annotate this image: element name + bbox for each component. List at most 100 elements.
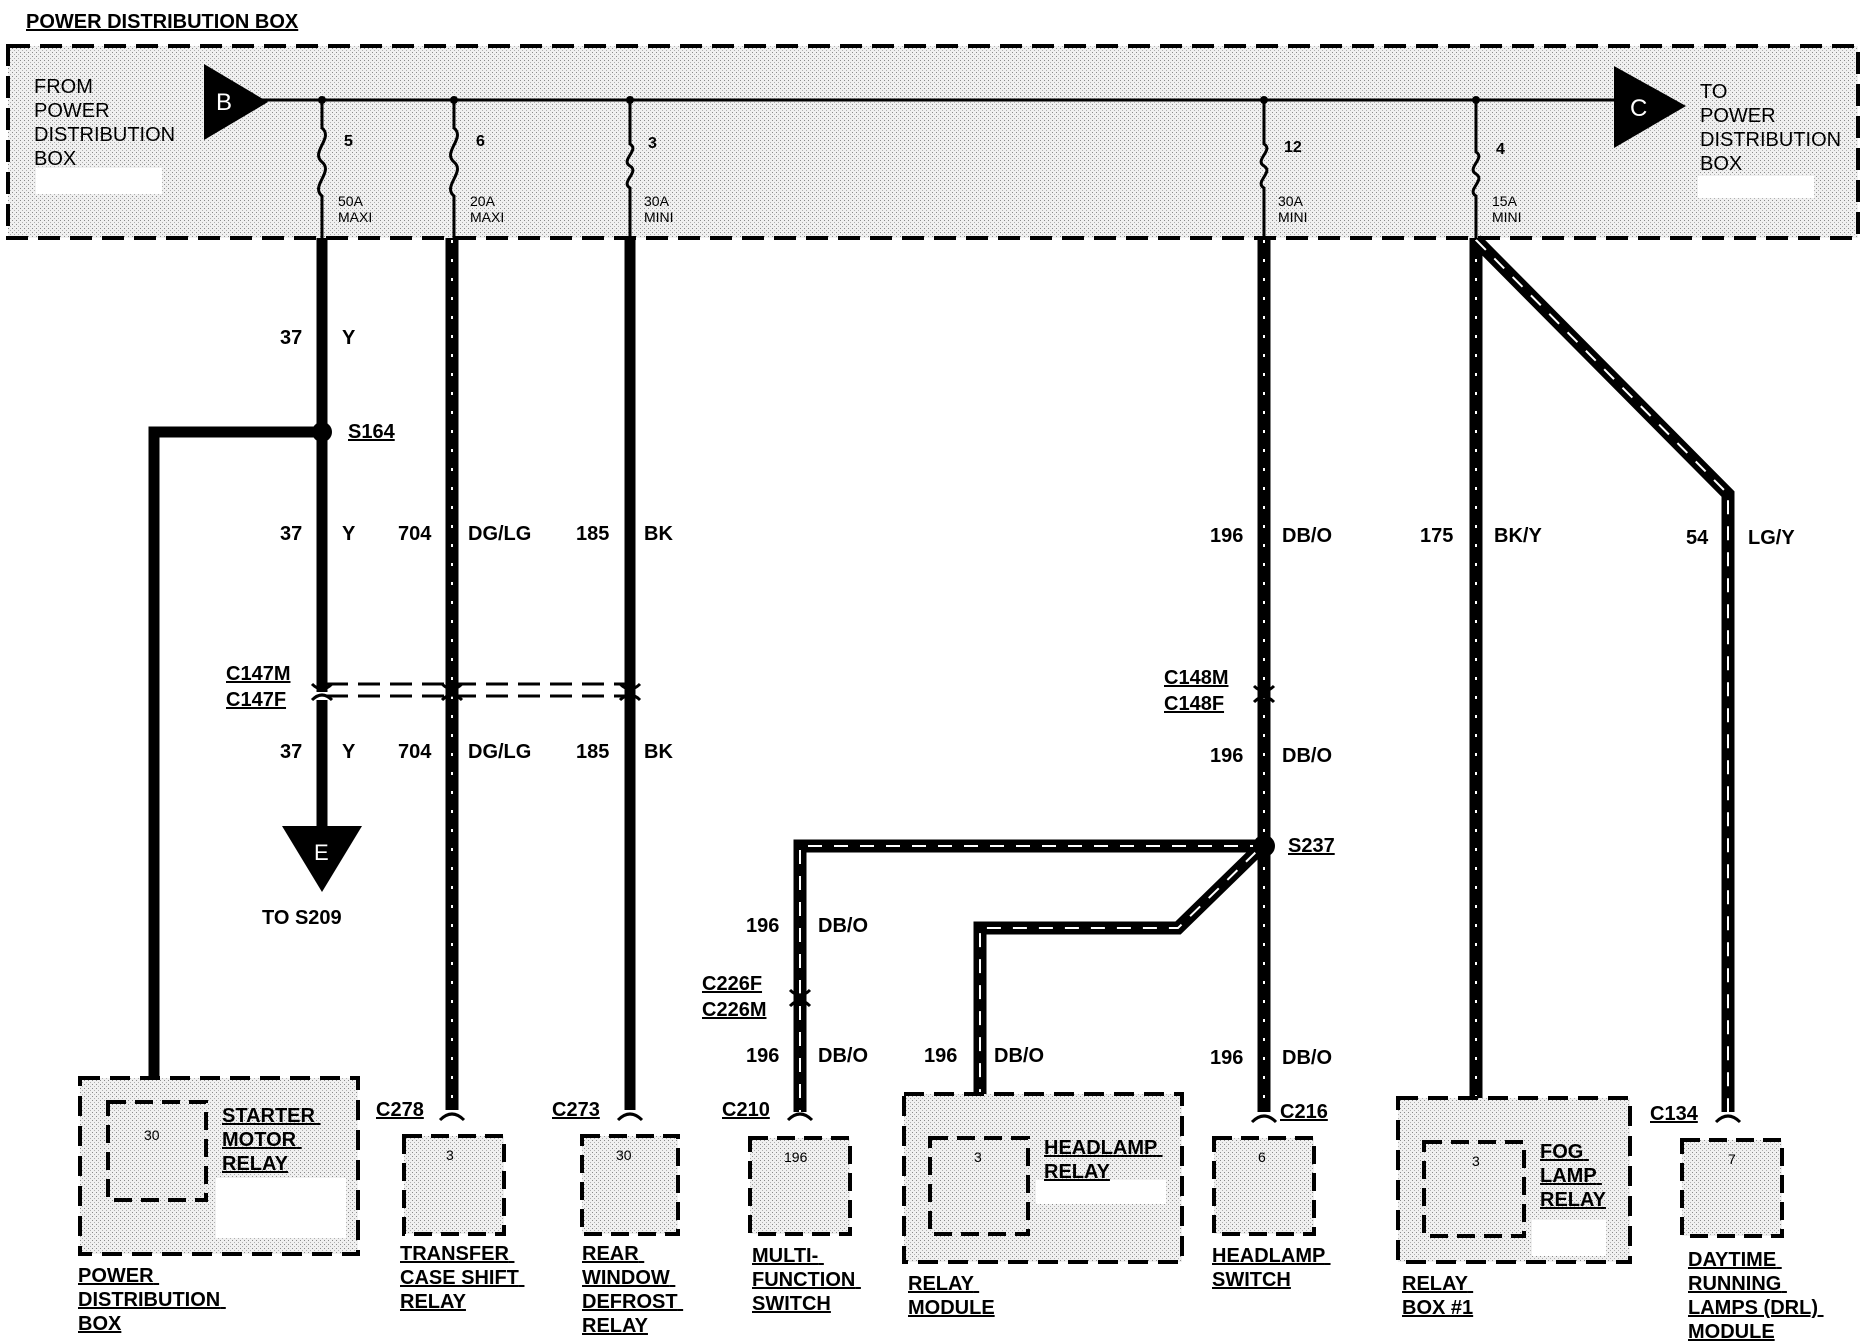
svg-text:DB/O: DB/O <box>818 915 868 937</box>
svg-text:6: 6 <box>476 133 485 150</box>
svg-text:C147F: C147F <box>226 689 286 711</box>
svg-text:DB/O: DB/O <box>994 1045 1044 1067</box>
splice-s164: S164 <box>312 421 396 443</box>
svg-text:HEADLAMP SWITCH: HEADLAMP SWITCH <box>1212 1245 1331 1291</box>
svg-text:DG/LG: DG/LG <box>468 741 531 763</box>
from-pdb-label: FROM POWER DISTRIBUTION BOX <box>34 76 181 170</box>
svg-text:37: 37 <box>280 741 302 763</box>
svg-text:704: 704 <box>398 523 432 545</box>
svg-text:30A: 30A <box>644 193 670 209</box>
svg-text:C134: C134 <box>1650 1103 1699 1125</box>
svg-text:C147M: C147M <box>226 663 290 685</box>
svg-text:37: 37 <box>280 523 302 545</box>
label-blank <box>36 168 162 194</box>
terminal-ends <box>438 1112 1742 1124</box>
inline-connector-c147: C147M C147F <box>226 663 642 711</box>
svg-text:37: 37 <box>280 327 302 349</box>
svg-text:C210: C210 <box>722 1099 770 1121</box>
svg-text:3: 3 <box>648 135 657 152</box>
to-connector-c: C <box>1614 66 1686 148</box>
rear-window-defrost-relay: 30 REAR WINDOW DEFROST RELAY <box>580 1134 683 1337</box>
wire-196-branch-multifunction <box>793 839 1264 1112</box>
svg-text:BK: BK <box>644 523 673 545</box>
svg-text:MINI: MINI <box>1492 209 1522 225</box>
svg-text:5: 5 <box>344 133 353 150</box>
svg-text:3: 3 <box>1472 1153 1480 1169</box>
svg-text:MAXI: MAXI <box>470 209 504 225</box>
svg-text:MINI: MINI <box>644 209 674 225</box>
svg-text:LG/Y: LG/Y <box>1748 527 1795 549</box>
svg-text:MULTI- FUNCTION SW: MULTI- FUNCTION SWITCH <box>752 1245 861 1315</box>
svg-text:DB/O: DB/O <box>818 1045 868 1067</box>
to-s209-label: TO S209 <box>262 907 342 929</box>
label-blank <box>1698 176 1814 198</box>
svg-text:C273: C273 <box>552 1099 600 1121</box>
svg-text:185: 185 <box>576 741 609 763</box>
starter-motor-relay-label: STARTER MOTOR RELAY <box>222 1105 321 1175</box>
svg-text:Y: Y <box>342 327 356 349</box>
svg-text:50A: 50A <box>338 193 364 209</box>
connector-labels: C278 C273 C210 C216 C134 <box>376 1099 1699 1125</box>
svg-text:S164: S164 <box>348 421 396 443</box>
inline-connector-c148: C148M C148F <box>1164 667 1276 715</box>
svg-text:BK: BK <box>644 741 673 763</box>
svg-text:6: 6 <box>1258 1149 1266 1165</box>
svg-text:C148M: C148M <box>1164 667 1228 689</box>
svg-text:MAXI: MAXI <box>338 209 372 225</box>
svg-text:REAR WINDOW DEFROS: REAR WINDOW DEFROST RELAY <box>582 1243 683 1337</box>
wire-196-branch-headlamp-relay <box>973 847 1261 1138</box>
svg-text:C226F: C226F <box>702 973 762 995</box>
fuse-4: 4 15A MINI <box>1471 96 1522 238</box>
offpage-connector-e: E TO S209 <box>262 826 362 929</box>
power-distribution-box-label: POWER DISTRIBUTION BOX <box>78 1265 226 1335</box>
svg-text:196: 196 <box>746 1045 779 1067</box>
svg-text:30A: 30A <box>1278 193 1304 209</box>
relay-module-label: RELAY MODULE <box>908 1273 995 1319</box>
svg-text:DB/O: DB/O <box>1282 745 1332 767</box>
wire-labels: 37 Y 37 Y 37 Y 704 DG/LG 704 DG/LG 185 B… <box>280 327 1795 1069</box>
relay-box-label: RELAY BOX #1 <box>1402 1273 1473 1319</box>
wire-37 <box>148 238 328 1102</box>
svg-text:185: 185 <box>576 523 609 545</box>
svg-text:196: 196 <box>784 1149 808 1165</box>
to-pdb-label: TO POWER DISTRIBUTION BOX <box>1700 81 1847 175</box>
relay-module-headlamp-relay: 3 HEADLAMP RELAY RELAY MODULE <box>902 1092 1184 1319</box>
svg-text:Y: Y <box>342 741 356 763</box>
svg-text:DB/O: DB/O <box>1282 1047 1332 1069</box>
svg-text:DG/LG: DG/LG <box>468 523 531 545</box>
inline-connector-c226: C226F C226M <box>702 973 812 1021</box>
diagram-title: POWER DISTRIBUTION BOX <box>26 11 299 33</box>
daytime-running-lamps-module: 7 DAYTIME RUNNING LAMPS (DRL) MODULE <box>1680 1138 1818 1343</box>
svg-text:20A: 20A <box>470 193 496 209</box>
transfer-case-shift-relay: 3 TRANSFER CASE SHIFT RELAY <box>400 1134 519 1313</box>
svg-text:HEADLAMP RELAY: HEADLAMP RELAY <box>1044 1137 1163 1183</box>
wire-54 <box>1471 235 1735 1112</box>
svg-text:15A: 15A <box>1492 193 1518 209</box>
svg-text:S237: S237 <box>1288 835 1335 857</box>
svg-text:196: 196 <box>924 1045 957 1067</box>
svg-text:7: 7 <box>1728 1151 1736 1167</box>
svg-text:3: 3 <box>974 1149 982 1165</box>
svg-text:196: 196 <box>1210 745 1243 767</box>
svg-text:54: 54 <box>1686 527 1709 549</box>
svg-text:196: 196 <box>746 915 779 937</box>
fuse-12: 12 30A MINI <box>1259 96 1308 238</box>
svg-text:12: 12 <box>1284 139 1302 156</box>
svg-text:DB/O: DB/O <box>1282 525 1332 547</box>
svg-text:C: C <box>1630 95 1647 122</box>
splice-s237: S237 <box>1253 835 1335 857</box>
svg-text:30: 30 <box>144 1127 160 1143</box>
svg-text:MINI: MINI <box>1278 209 1308 225</box>
power-distribution-box-component: 30 STARTER MOTOR RELAY POWER DISTRIBUTIO… <box>78 1076 360 1335</box>
svg-text:C216: C216 <box>1280 1101 1328 1123</box>
svg-text:30: 30 <box>616 1147 632 1163</box>
fuse-3: 3 30A MINI <box>625 96 674 238</box>
svg-text:704: 704 <box>398 741 432 763</box>
svg-text:175: 175 <box>1420 525 1453 547</box>
svg-text:B: B <box>216 89 232 116</box>
fuse-6: 6 20A MAXI <box>449 96 504 238</box>
from-connector-b: B <box>204 64 268 140</box>
fuse-5: 5 50A MAXI <box>317 96 372 238</box>
power-distribution-box-housing <box>6 44 1860 240</box>
svg-text:196: 196 <box>1210 1047 1243 1069</box>
